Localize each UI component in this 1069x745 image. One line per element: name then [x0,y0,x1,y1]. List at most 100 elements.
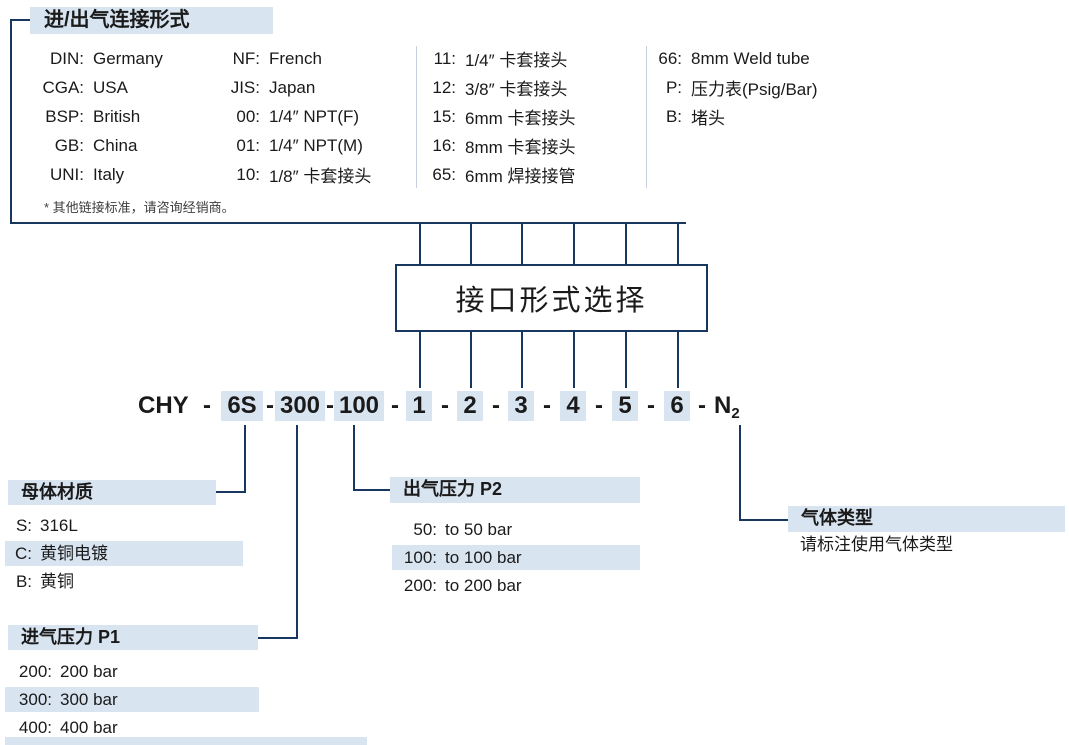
material-connector-vertical [244,425,246,493]
code-outlet-pressure: 100 [334,391,384,421]
drop-line-2-top [470,224,472,265]
connection-desc: 1/4″ NPT(M) [269,135,363,155]
outlet-option-50: 50: to 50 bar [413,520,513,539]
connection-code: NF: [232,48,260,68]
column-separator [646,46,647,188]
code-dash: - [203,392,211,419]
inlet-option-400: 400: 400 bar [18,718,118,737]
connection-row: 15: 6mm 卡套接头 [428,102,576,131]
outlet-option-200: 200: to 200 bar [403,576,522,595]
inlet-connector-horizontal [258,637,298,639]
connection-desc: British [93,106,141,126]
connection-row: 01: 1/4″ NPT(M) [226,131,371,160]
connection-row: 00: 1/4″ NPT(F) [226,102,371,131]
drop-line-3-top [521,224,523,265]
connection-code: GB: [54,135,84,155]
connection-row: JIS: Japan [226,73,371,102]
connection-desc: 3/8″ 卡套接头 [465,80,568,99]
connection-desc: USA [93,77,128,97]
connection-column-3: 11: 1/4″ 卡套接头 12: 3/8″ 卡套接头 15: 6mm 卡套接头… [428,44,576,189]
code-material: 6S [221,391,263,421]
connection-desc: 6mm 卡套接头 [465,109,576,128]
connection-row: 10: 1/8″ 卡套接头 [226,160,371,189]
code-port-5: 5 [612,391,638,421]
bracket-left-line [10,19,12,224]
connection-code: B: [665,106,682,126]
connection-desc: China [93,135,138,155]
material-section-title: 母体材质 [8,480,216,505]
drop-line-4-top [573,224,575,265]
drop-line-6-top [677,224,679,265]
connection-section-title: 进/出气连接形式 [30,7,273,34]
code-port-4: 4 [560,391,586,421]
connection-code: DIN: [50,48,84,68]
code-port-6: 6 [664,391,690,421]
gas-connector-vertical [739,425,741,521]
material-option-b: B: 黄铜 [15,572,74,591]
connection-row: CGA: USA [42,73,163,102]
connection-desc: 6mm 焊接接管 [465,167,576,186]
outlet-option-100: 100: to 100 bar [392,545,640,570]
gas-connector-horizontal [739,519,788,521]
connection-desc: French [269,48,322,68]
connection-code: UNI: [50,164,84,184]
gas-section-title: 气体类型 [788,506,1065,532]
connection-code: 16: [432,135,456,155]
code-dash: - [391,392,399,419]
outlet-section-title: 出气压力 P2 [390,477,640,503]
connection-desc: 1/8″ 卡套接头 [269,167,372,186]
code-port-1: 1 [406,391,432,421]
code-dash: - [492,392,500,419]
connection-code: 10: [236,164,260,184]
connection-code: 01: [236,135,260,155]
connection-row: 16: 8mm 卡套接头 [428,131,576,160]
connection-code: 66: [658,48,682,68]
connection-desc: 压力表(Psig/Bar) [691,80,818,99]
code-gas-subscript: 2 [731,405,740,422]
connection-code: 65: [432,164,456,184]
material-connector-horizontal [216,491,246,493]
drop-line-5-bottom [625,332,627,388]
connection-footnote: * 其他链接标准，请咨询经销商。 [44,200,235,215]
code-dash: - [543,392,551,419]
connection-row: 12: 3/8″ 卡套接头 [428,73,576,102]
code-prefix: CHY [138,392,189,419]
connection-code: 12: [432,77,456,97]
inlet-connector-vertical [296,425,298,639]
connection-desc: 8mm 卡套接头 [465,138,576,157]
outlet-connector-horizontal [353,489,390,491]
column-separator [416,46,417,188]
port-selector-label: 接口形式选择 [455,285,648,317]
code-port-2: 2 [457,391,483,421]
drop-line-5-top [625,224,627,265]
connection-desc: Japan [269,77,316,97]
code-dash: - [441,392,449,419]
inlet-option-200: 200: 200 bar [18,662,118,681]
connection-row: 11: 1/4″ 卡套接头 [428,44,576,73]
drop-line-4-bottom [573,332,575,388]
code-gas-symbol: N [714,392,732,419]
connection-row: UNI: Italy [42,160,163,189]
connection-desc: 1/4″ 卡套接头 [465,51,568,70]
connection-code: 11: [433,48,456,68]
inlet-section-title: 进气压力 P1 [8,625,258,650]
connection-desc: 1/4″ NPT(F) [269,106,360,126]
material-option-s: S: 316L [15,516,78,535]
connection-code: JIS: [230,77,260,97]
material-option-c: C: 黄铜电镀 [5,541,243,566]
drop-line-1-bottom [419,332,421,388]
connection-row: DIN: Germany [42,44,163,73]
connection-desc: Italy [93,164,125,184]
bracket-bottom-line [10,222,686,224]
code-dash: - [647,392,655,419]
drop-line-1-top [419,224,421,265]
code-gas-type: N2 [714,391,740,424]
connection-row: GB: China [42,131,163,160]
outlet-connector-vertical [353,425,355,491]
connection-code: 00: [236,106,260,126]
code-dash: - [326,392,334,419]
drop-line-6-bottom [677,332,679,388]
connection-code: P: [665,77,682,97]
connection-row: NF: French [226,44,371,73]
